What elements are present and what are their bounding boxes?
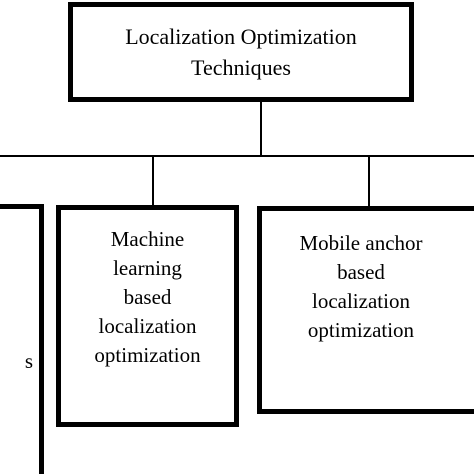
machine-learning-connector-line — [152, 156, 154, 206]
child-node-partial-left: s — [0, 204, 44, 474]
child-node-mobile-anchor-label: Mobile anchor based localization optimiz… — [299, 231, 423, 342]
mobile-anchor-connector-line — [368, 156, 370, 207]
child-node-mobile-anchor: Mobile anchor based localization optimiz… — [257, 206, 474, 414]
root-node-label: Localization Optimization Techniques — [125, 24, 357, 80]
child-node-machine-learning: Machine learning based localization opti… — [56, 205, 239, 427]
horizontal-connector-line — [0, 155, 474, 157]
child-node-partial-left-label: s — [24, 349, 33, 373]
child-node-machine-learning-label: Machine learning based localization opti… — [94, 227, 201, 367]
root-connector-line — [260, 102, 262, 156]
root-node: Localization Optimization Techniques — [68, 2, 414, 102]
